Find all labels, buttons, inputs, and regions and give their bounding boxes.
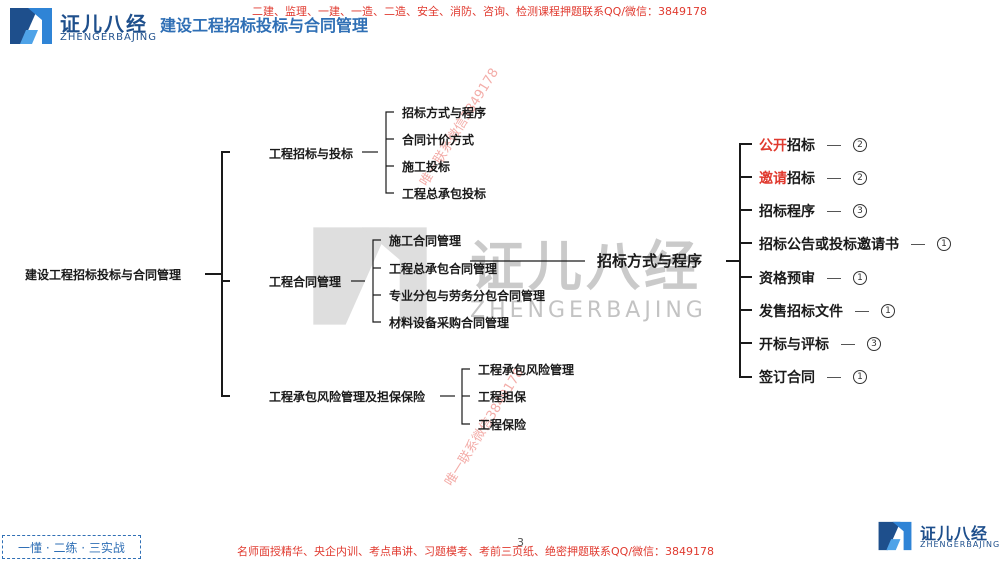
leaf-pricing-method: 合同计价方式 [402,133,475,147]
watermark-text: 证儿八经 [470,235,702,298]
watermark-logo-icon [313,227,427,325]
contact-banner: 二建、监理、一建、一造、二造、安全、消防、咨询、检测课程押题联系QQ/微信：38… [252,5,708,18]
count-badge: 3 [867,337,881,351]
footer-logo-subtext: ZHENGERBAJING [920,540,1000,549]
focus-item-sell-documents: 发售招标文件 1 [759,301,895,321]
count-badge: 1 [853,370,867,384]
leaf-insurance: 工程保险 [478,418,527,432]
footer-logo-icon [878,521,912,551]
tree-root: 建设工程招标投标与合同管理 [25,268,182,282]
leaf-epc-bid: 工程总承包投标 [402,187,487,201]
focus-item-prequalification: 资格预审 1 [759,268,867,288]
focus-item-sign-contract: 签订合同 1 [759,367,867,387]
leaf-subcontract: 专业分包与劳务分包合同管理 [389,289,546,303]
count-badge: 1 [937,237,951,251]
leaf-epc-contract: 工程总承包合同管理 [389,262,498,276]
slogan-badge: 一懂 · 二练 · 三实战 [2,535,141,559]
footer-logo-text: 证儿八经 [920,524,989,543]
branch-contract: 工程合同管理 [269,275,342,289]
leaf-risk-management: 工程承包风险管理 [478,363,575,377]
focus-item-procedure: 招标程序 3 [759,201,867,221]
page-number: 3 [517,536,524,549]
count-badge: 1 [881,304,895,318]
focus-item-invited-bidding: 邀请招标 2 [759,168,867,188]
page-title: 建设工程招标投标与合同管理 [160,16,369,35]
logo-mark-icon [10,8,52,44]
count-badge: 2 [853,171,867,185]
count-badge: 3 [853,204,867,218]
focus-item-open-bidding: 公开招标 2 [759,135,867,155]
leaf-construction-bid: 施工投标 [402,160,451,174]
logo-text: 证儿八经 [60,12,148,36]
count-badge: 1 [853,271,867,285]
branch-risk: 工程承包风险管理及担保保险 [269,390,426,404]
focus-node: 招标方式与程序 [597,252,703,270]
watermark-subtext: ZHENGERBAJING [470,298,707,323]
focus-item-opening-evaluation: 开标与评标 3 [759,334,881,354]
logo-subtext: ZHENGERBAJING [60,32,158,43]
leaf-construction-contract: 施工合同管理 [389,234,462,248]
branch-bidding: 工程招标与投标 [269,147,354,161]
leaf-guarantee: 工程担保 [478,390,527,404]
focus-item-announcement: 招标公告或投标邀请书 1 [759,234,951,254]
count-badge: 2 [853,138,867,152]
leaf-bidding-method: 招标方式与程序 [402,106,487,120]
footer-contact: 名师面授精华、央企内训、考点串讲、习题模考、考前三页纸、绝密押题联系QQ/微信：… [237,545,715,558]
leaf-procurement-contract: 材料设备采购合同管理 [389,316,510,330]
